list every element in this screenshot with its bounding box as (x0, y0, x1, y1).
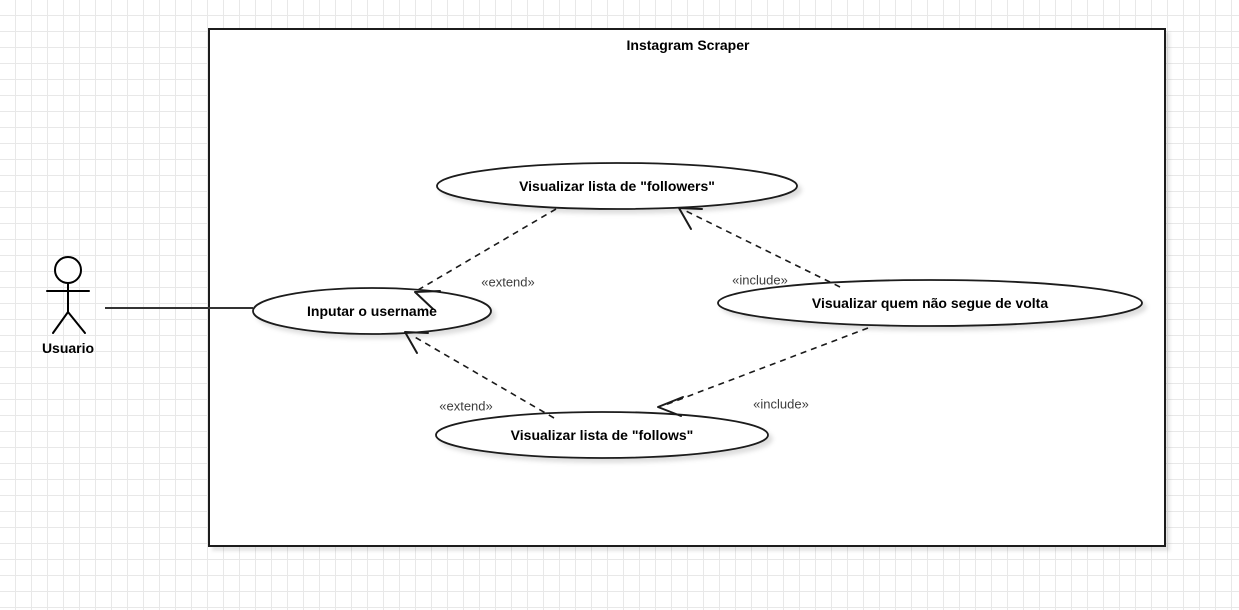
stereotype-label-include-top: «include» (732, 272, 788, 288)
system-boundary-title: Instagram Scraper (626, 37, 750, 53)
relationship-line (412, 335, 555, 419)
stereotype-label-extend-top: «extend» (481, 274, 535, 290)
use-case-ellipse-nao-segue-de-volta[interactable] (717, 279, 1143, 327)
actor-label-usuario: Usuario (41, 340, 95, 356)
actor-leg-left-line (52, 311, 69, 334)
relationship-line (664, 327, 869, 406)
relationship-line (685, 210, 841, 288)
use-case-ellipse-followers[interactable] (436, 162, 798, 210)
relationship-extend-follows-to-username (404, 331, 555, 419)
open-arrowhead-icon (414, 290, 441, 310)
stereotype-label-include-bottom: «include» (753, 396, 809, 412)
relationship-include-naosegue-to-follows (657, 327, 869, 417)
relationship-line (417, 208, 557, 291)
use-case-ellipse-follows[interactable] (435, 411, 769, 459)
actor-head-icon (54, 256, 82, 284)
open-arrowhead-icon (657, 396, 684, 417)
actor-leg-right-line (67, 311, 86, 334)
actor-usuario-figure (46, 256, 90, 334)
relationship-extend-followers-to-username (414, 208, 557, 310)
open-arrowhead-icon (404, 331, 429, 354)
open-arrowhead-icon (678, 207, 703, 230)
use-case-ellipse-inputar-username[interactable] (252, 287, 492, 335)
stereotype-label-extend-bottom: «extend» (439, 398, 493, 414)
relationship-include-naosegue-to-followers (678, 207, 841, 288)
